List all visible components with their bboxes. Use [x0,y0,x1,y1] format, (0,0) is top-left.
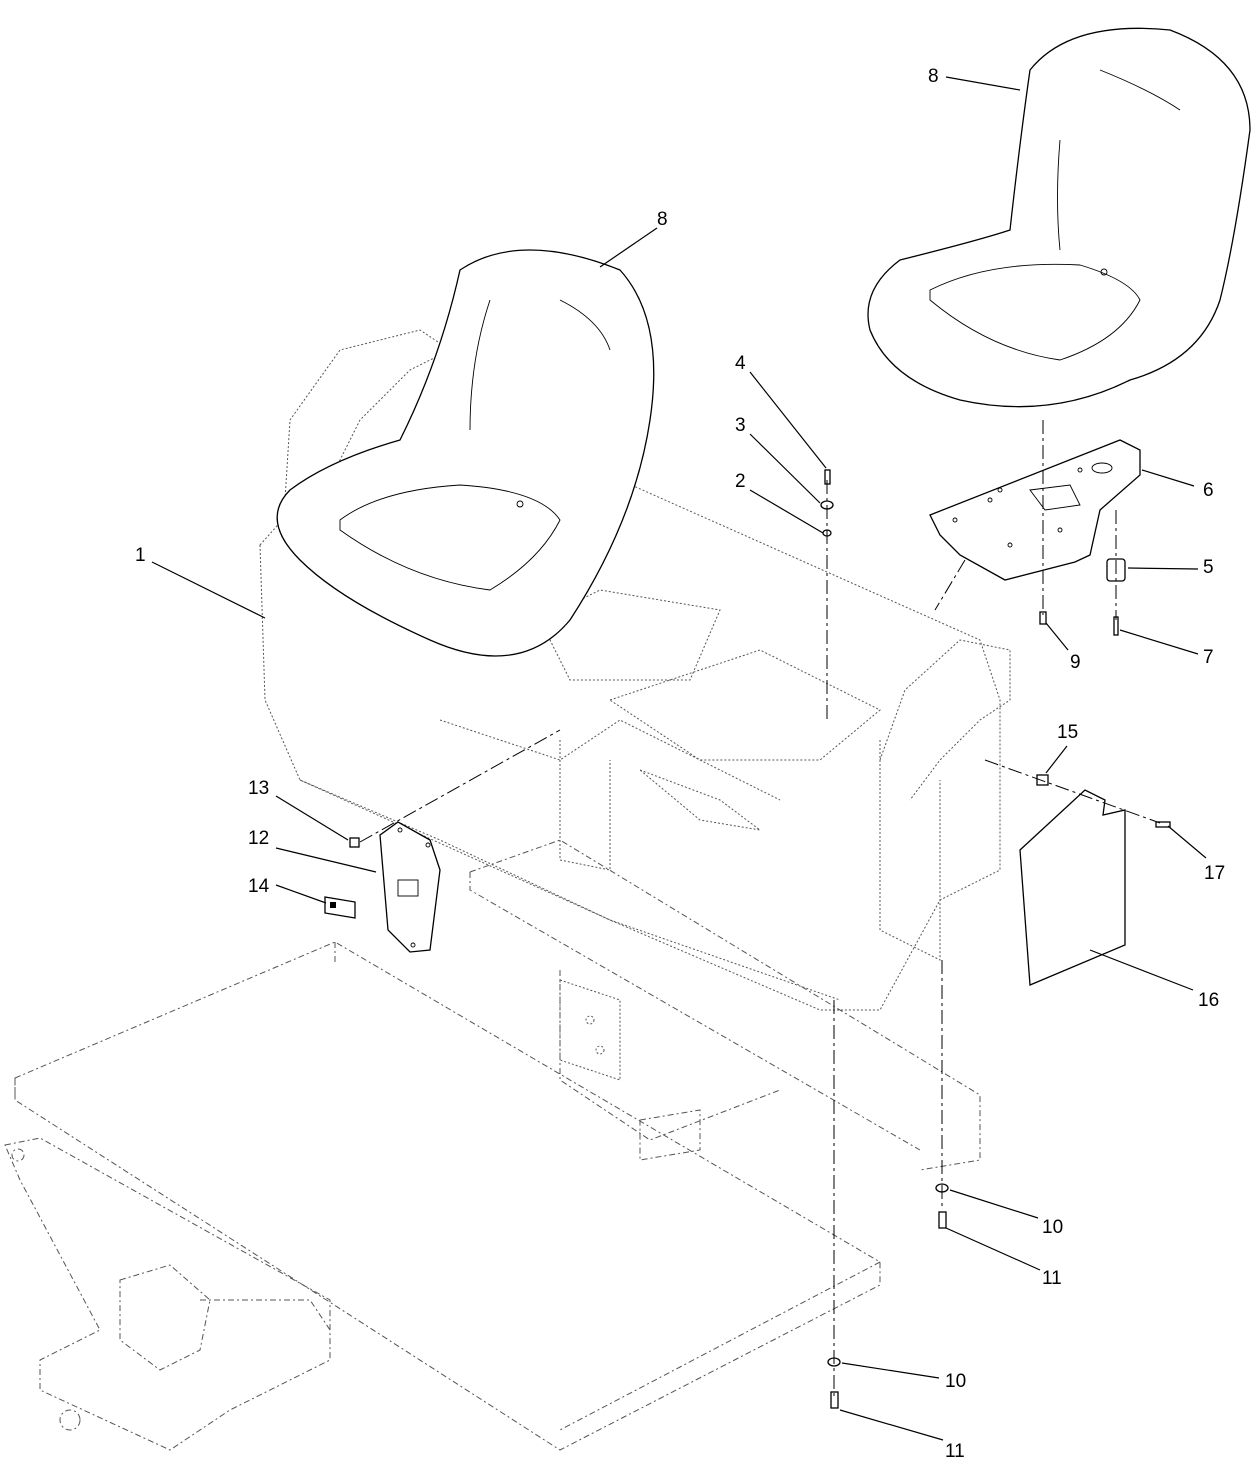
mount-bracket-phantom [559,979,621,1081]
screw-9 [1039,611,1047,625]
screw-13 [349,837,360,848]
callout-2: 2 [735,471,746,492]
callout-14: 14 [248,876,270,897]
seat-mount-plate [929,439,1141,581]
screw-15 [1036,774,1049,786]
callout-4: 4 [735,353,746,374]
callout-9: 9 [1070,652,1081,673]
callout-11-lower: 11 [945,1441,965,1462]
screw-17 [1155,821,1171,828]
callout-17: 17 [1204,863,1225,884]
callout-15: 15 [1057,722,1078,743]
side-panel-right [1019,789,1126,986]
callout-11-upper: 11 [1042,1268,1062,1289]
frame-phantom [4,839,981,1451]
callout-8-exploded: 8 [928,66,939,87]
seat-mounted [276,249,655,657]
callout-16: 16 [1198,990,1219,1011]
callout-10-upper: 10 [1042,1217,1063,1238]
callout-6: 6 [1203,480,1214,501]
callout-labels: 1 2 3 4 5 6 7 8 8 9 10 10 11 11 12 13 14… [135,66,1225,1462]
assembly-axes [359,420,1161,1400]
seat-exploded [867,27,1251,408]
callout-5: 5 [1203,557,1214,578]
callout-12: 12 [248,828,269,849]
callout-3: 3 [735,415,746,436]
decal-14 [324,896,356,919]
bolt-11-lower [830,1391,839,1409]
leader-lines [151,76,1207,1441]
callout-8-mounted: 8 [657,209,668,230]
bolt-11-upper [938,1211,947,1229]
callout-7: 7 [1203,647,1214,668]
cover-plate-left [379,821,441,953]
callout-10-lower: 10 [945,1371,966,1392]
seat-base [259,329,1011,1011]
callout-1: 1 [135,545,146,566]
callout-13: 13 [248,778,269,799]
